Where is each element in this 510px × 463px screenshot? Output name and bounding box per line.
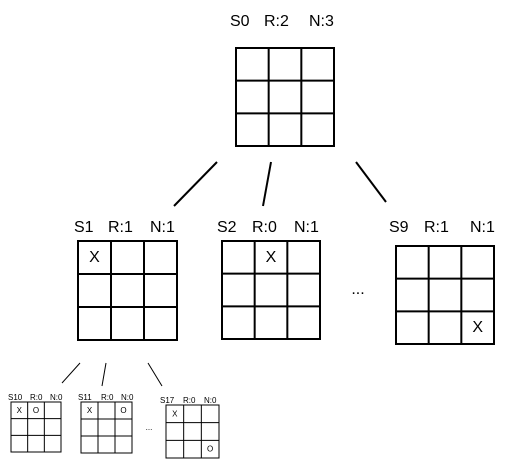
board-border xyxy=(77,240,178,341)
state-node-s10: S10 R:0 N:0X O xyxy=(8,393,63,453)
state-node-s17: S17 R:0 N:0X O xyxy=(160,396,220,459)
state-id-label: S2 xyxy=(217,219,237,236)
edge-s0-s1 xyxy=(173,161,218,207)
cell-mark-x: X xyxy=(17,406,23,415)
visit-count-label: N:3 xyxy=(309,13,334,30)
edge-s0-s2 xyxy=(262,161,272,207)
board-grid xyxy=(77,240,178,341)
board-border xyxy=(10,401,62,453)
board-border xyxy=(221,240,321,340)
cell-mark-x: X xyxy=(266,249,277,266)
visit-count-label: N:0 xyxy=(204,396,217,405)
cell-mark-x: X xyxy=(172,409,178,418)
board-border xyxy=(395,245,495,345)
cell-mark-x: X xyxy=(89,249,100,266)
visit-count-label: N:0 xyxy=(50,393,63,402)
board-border xyxy=(165,404,220,459)
state-node-s2: S2 R:0 N:1X xyxy=(217,219,321,340)
edge-s0-s9 xyxy=(355,161,387,203)
ellipsis-level-1: ... xyxy=(351,281,364,298)
visit-count-label: N:1 xyxy=(150,219,175,236)
connectors xyxy=(173,161,387,207)
visit-count-label: N:1 xyxy=(470,219,495,236)
cell-mark-o: O xyxy=(207,445,213,454)
state-node-s11: S11 R:0 N:0X O xyxy=(78,393,134,454)
state-id-label: S1 xyxy=(74,219,94,236)
cell-mark-o: O xyxy=(33,406,39,415)
reward-label: R:1 xyxy=(108,219,133,236)
ellipsis-level-2: ... xyxy=(146,423,153,432)
edge-s1-s17 xyxy=(147,362,163,387)
reward-label: R:1 xyxy=(424,219,449,236)
state-id-label: S17 xyxy=(160,396,175,405)
board-grid xyxy=(235,47,335,147)
edge-s1-s11 xyxy=(101,362,107,387)
cell-mark-o: O xyxy=(120,406,126,415)
board-border xyxy=(80,401,133,454)
state-node-s1: S1 R:1 N:1X xyxy=(74,219,178,341)
board-grid xyxy=(395,245,495,345)
reward-label: R:0 xyxy=(101,393,114,402)
state-id-label: S0 xyxy=(230,13,250,30)
state-id-label: S11 xyxy=(78,393,92,402)
board-grid xyxy=(165,404,220,459)
reward-label: R:0 xyxy=(183,396,196,405)
connectors-small xyxy=(61,362,163,387)
cell-mark-x: X xyxy=(472,319,483,336)
state-id-label: S9 xyxy=(389,219,409,236)
state-id-label: S10 xyxy=(8,393,23,402)
state-node-s9: S9 R:1 N:1X xyxy=(389,219,495,345)
visit-count-label: N:0 xyxy=(121,393,134,402)
state-node-s0: S0 R:2 N:3 xyxy=(230,13,335,147)
board-border xyxy=(235,47,335,147)
edge-s1-s10 xyxy=(61,362,81,384)
board-grid xyxy=(221,240,321,340)
reward-label: R:0 xyxy=(30,393,43,402)
reward-label: R:0 xyxy=(252,219,277,236)
cell-mark-x: X xyxy=(87,406,93,415)
board-grid xyxy=(10,401,62,453)
board-grid xyxy=(80,401,133,454)
reward-label: R:2 xyxy=(264,13,289,30)
visit-count-label: N:1 xyxy=(294,219,319,236)
